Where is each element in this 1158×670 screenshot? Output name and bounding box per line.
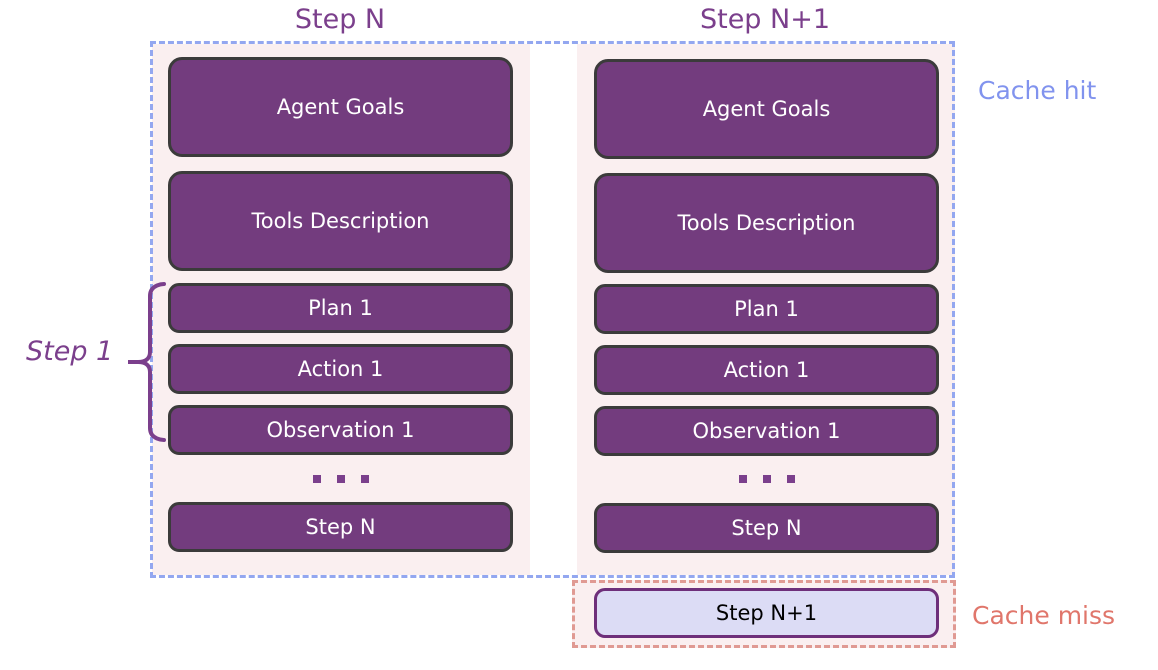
ellipsis-dot xyxy=(336,475,345,483)
ellipsis-dot xyxy=(312,475,321,483)
block-action-1-right: Action 1 xyxy=(594,345,939,395)
column-title-step-n: Step N xyxy=(294,4,386,35)
ellipsis-dot xyxy=(762,475,771,483)
block-agent-goals-right: Agent Goals xyxy=(594,59,939,159)
block-plan-1-right: Plan 1 xyxy=(594,284,939,334)
block-observation-1-left: Observation 1 xyxy=(168,405,513,455)
ellipsis-dot xyxy=(738,475,747,483)
block-action-1-left: Action 1 xyxy=(168,344,513,394)
block-step-n-left: Step N xyxy=(168,502,513,552)
cache-hit-label: Cache hit xyxy=(978,76,1097,105)
cache-miss-label: Cache miss xyxy=(972,601,1116,630)
block-observation-1-right: Observation 1 xyxy=(594,406,939,456)
step-1-label: Step 1 xyxy=(26,336,114,367)
block-agent-goals-left: Agent Goals xyxy=(168,57,513,157)
block-step-n-plus-1-new: Step N+1 xyxy=(594,588,939,638)
block-plan-1-left: Plan 1 xyxy=(168,283,513,333)
step-1-annotation: Step 1 xyxy=(10,280,170,445)
column-title-step-n-plus-1: Step N+1 xyxy=(699,4,831,35)
curly-brace-icon xyxy=(128,282,166,442)
block-step-n-right: Step N xyxy=(594,503,939,553)
block-tools-description-right: Tools Description xyxy=(594,173,939,273)
ellipsis-right xyxy=(594,462,939,496)
block-tools-description-left: Tools Description xyxy=(168,171,513,271)
ellipsis-dot xyxy=(786,475,795,483)
ellipsis-dot xyxy=(360,475,369,483)
ellipsis-left xyxy=(168,462,513,496)
